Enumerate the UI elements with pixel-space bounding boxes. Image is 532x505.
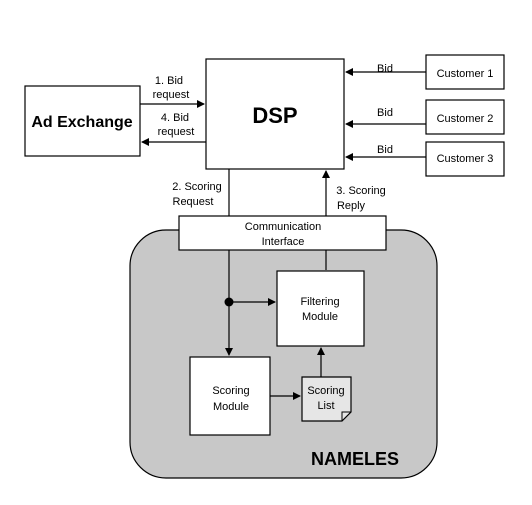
scoring-module-line2: Module xyxy=(213,401,249,413)
customer-1-box xyxy=(425,54,505,90)
filtering-module-line1: Filtering xyxy=(300,296,339,308)
bid-label-1: Bid xyxy=(377,63,393,75)
bid-request-1-line1: 1. Bid xyxy=(155,75,183,87)
customer-3-box xyxy=(425,141,505,177)
scoring-list-document xyxy=(301,376,352,422)
scoring-request-line1: 2. Scoring xyxy=(172,181,222,193)
customer-3-label: Customer 3 xyxy=(437,153,494,165)
bid-request-1-line2: request xyxy=(153,89,190,101)
scoring-module-box xyxy=(189,356,271,436)
nameles-container xyxy=(129,229,438,479)
bid-label-2: Bid xyxy=(377,107,393,119)
bid-request-4-line2: request xyxy=(158,126,195,138)
scoring-module-line1: Scoring xyxy=(212,385,249,397)
communication-interface-line2: Interface xyxy=(262,236,305,248)
bid-request-4-line1: 4. Bid xyxy=(161,112,189,124)
scoring-list-fold xyxy=(341,411,351,421)
communication-interface-line1: Communication xyxy=(245,221,321,233)
scoring-request-line2: Request xyxy=(173,196,214,208)
ad-exchange-label: Ad Exchange xyxy=(31,114,132,131)
communication-interface-box xyxy=(178,215,387,251)
bid-label-3: Bid xyxy=(377,144,393,156)
scoring-list-line2: List xyxy=(317,400,334,412)
nameles-label: NAMELES xyxy=(311,449,399,469)
scoring-list-line1: Scoring xyxy=(307,385,344,397)
filtering-module-box xyxy=(276,270,365,347)
scoring-reply-line2: Reply xyxy=(337,200,366,212)
customer-2-label: Customer 2 xyxy=(437,113,494,125)
customer-1-label: Customer 1 xyxy=(437,68,494,80)
ad-exchange-box xyxy=(24,85,141,157)
customer-2-box xyxy=(425,99,505,135)
dsp-label: DSP xyxy=(252,103,297,128)
dsp-box xyxy=(205,58,345,170)
scoring-reply-line1: 3. Scoring xyxy=(336,185,386,197)
filtering-module-line2: Module xyxy=(302,311,338,323)
